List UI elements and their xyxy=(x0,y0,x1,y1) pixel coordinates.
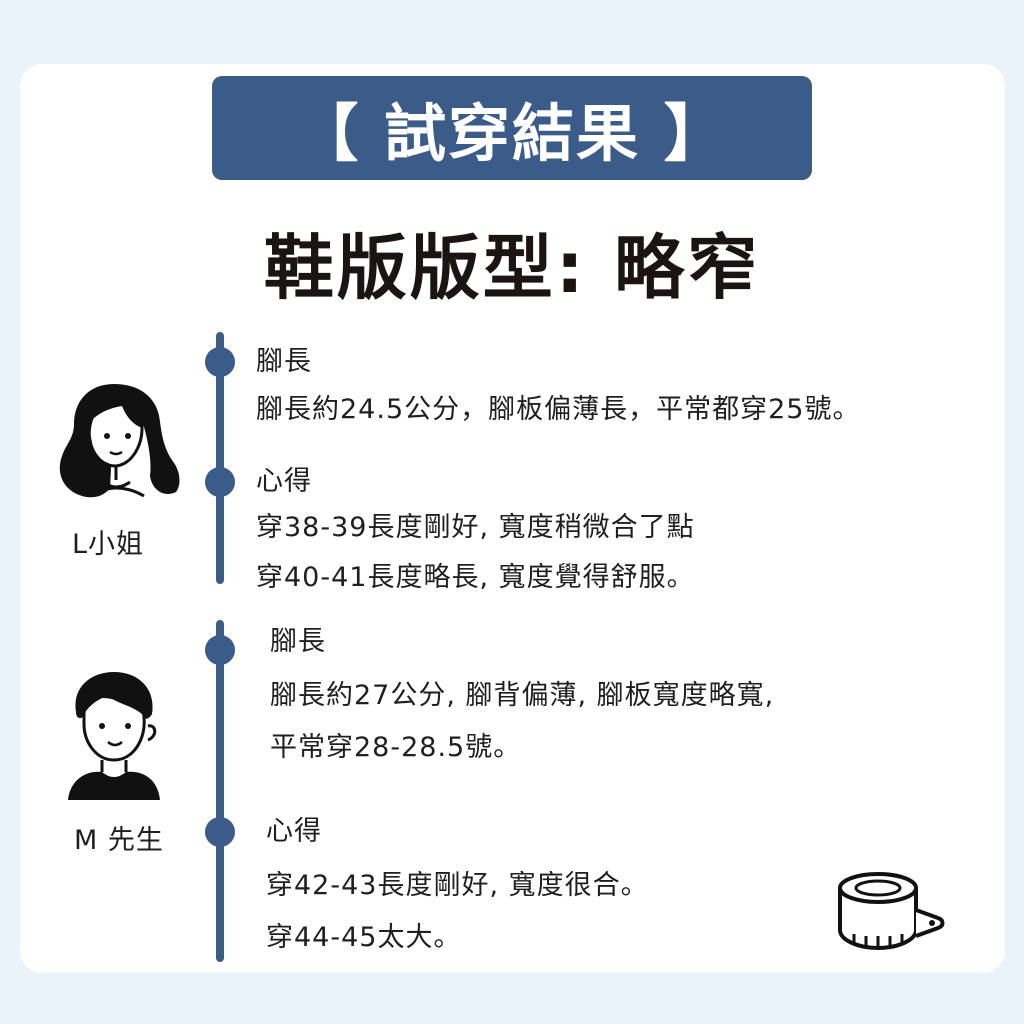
foot-length-label-1: 腳長 xyxy=(256,346,312,377)
woman-avatar-icon xyxy=(59,384,180,498)
tester-name-2: M 先生 xyxy=(74,825,164,856)
timeline-line-tester-1 xyxy=(216,332,224,584)
timeline-dot-review-2 xyxy=(205,817,235,847)
page-title: 【 試穿結果 】 xyxy=(296,97,728,170)
review-line-2-2: 穿44-45太大。 xyxy=(266,922,462,953)
review-label-2: 心得 xyxy=(266,816,322,847)
title-banner: 【 試穿結果 】 xyxy=(212,76,812,180)
measuring-tape-icon xyxy=(838,872,945,951)
timeline-line-tester-2 xyxy=(216,620,224,962)
foot-length-text-1: 腳長約24.5公分，腳板偏薄長，平常都穿25號。 xyxy=(256,394,861,425)
fit-summary-heading: 鞋版版型: 略窄 xyxy=(263,227,761,309)
tester-name-1: L小姐 xyxy=(72,529,145,560)
foot-length-label-2: 腳長 xyxy=(270,626,326,657)
review-line-1-2: 穿40-41長度略長, 寬度覺得舒服。 xyxy=(256,562,695,593)
review-line-2-1: 穿42-43長度剛好, 寬度很合。 xyxy=(266,870,649,901)
review-line-1-1: 穿38-39長度剛好, 寬度稍微合了點 xyxy=(256,512,695,543)
man-avatar-icon xyxy=(68,672,160,800)
content-card xyxy=(20,64,1005,973)
foot-length-line-2-2: 平常穿28-28.5號。 xyxy=(270,732,522,763)
timeline-dot-foot-length-1 xyxy=(205,347,235,377)
timeline-dot-review-1 xyxy=(205,467,235,497)
review-label-1: 心得 xyxy=(256,466,312,497)
timeline-dot-foot-length-2 xyxy=(205,635,235,665)
foot-length-line-2-1: 腳長約27公分, 腳背偏薄, 腳板寬度略寬, xyxy=(270,680,775,711)
